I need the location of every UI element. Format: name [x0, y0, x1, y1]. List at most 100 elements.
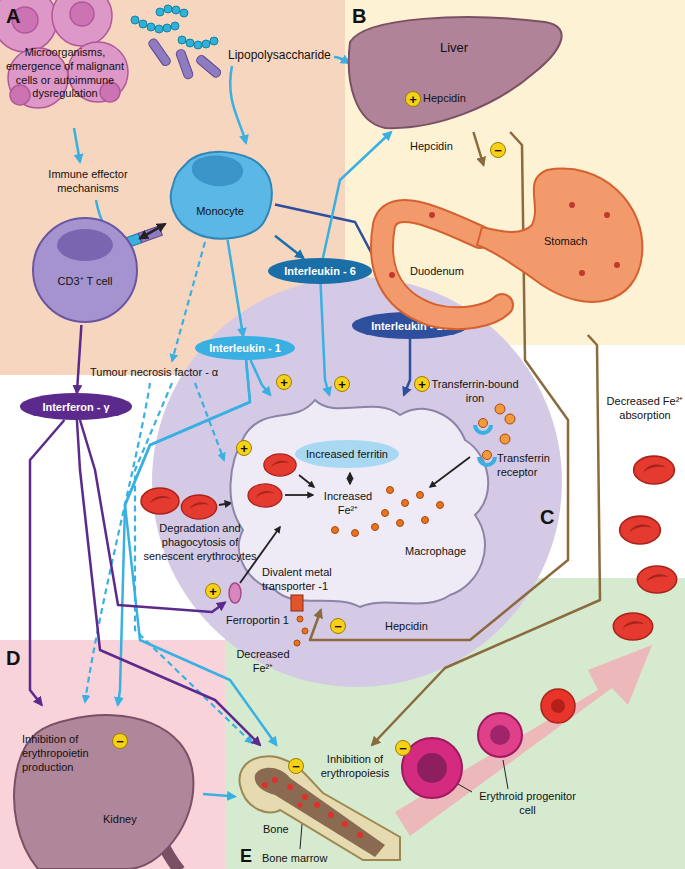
node-text: CD3⁺ T cell	[30, 275, 140, 289]
illustration-part	[172, 6, 180, 14]
illustration-part	[349, 17, 562, 128]
part-label: Increased Fe²⁺	[318, 490, 378, 518]
illustration-part	[614, 262, 620, 268]
bone-organ: Inhibition of erythropoiesisBone	[235, 745, 400, 860]
connector	[30, 420, 64, 705]
shape-outline	[8, 705, 203, 869]
illustration-part	[33, 218, 137, 322]
erythropoiesis	[300, 456, 677, 849]
illustration-part	[389, 272, 395, 278]
illustration-part	[219, 503, 231, 505]
illustration-part	[85, 383, 150, 702]
illustration-part	[163, 24, 171, 32]
shape-outline	[372, 165, 647, 335]
illustration-part	[475, 425, 495, 465]
illustration-part	[505, 414, 515, 424]
part-label: Transferrin-bound iron	[428, 378, 522, 406]
illustration-part	[479, 404, 516, 460]
liver-organ: LiverHepcidin	[345, 12, 565, 132]
illustration-part	[147, 37, 172, 67]
part-label: Bone marrow	[262, 852, 342, 866]
illustration-part	[569, 202, 575, 208]
t-cell: CD3⁺ T cell	[30, 215, 140, 325]
sign-badge: −	[330, 618, 346, 634]
released-iron	[294, 616, 308, 646]
illustration-part	[387, 487, 394, 494]
illustration-part	[202, 40, 210, 48]
node-text: Kidney	[103, 813, 163, 827]
illustration-part	[264, 454, 296, 476]
illustration-part	[195, 383, 224, 460]
sign-badge: −	[112, 733, 128, 749]
illustration-part	[141, 488, 179, 514]
illustration-part	[634, 456, 675, 484]
illustration-part	[437, 502, 444, 509]
part-label: Ferroportin 1	[226, 614, 298, 628]
illustration-part	[171, 22, 179, 30]
node-text: Interleukin - 1	[195, 336, 295, 360]
hormone-label: Hepcidin	[385, 620, 441, 634]
illustration-part	[291, 595, 303, 611]
part-label: Erythroid progenitor cell	[470, 790, 585, 818]
node-text: Interleukin - 6	[268, 258, 372, 284]
connector	[77, 325, 82, 393]
node-text: Stomach	[544, 235, 606, 249]
sign-badge: −	[288, 758, 304, 774]
illustration-part	[52, 0, 112, 46]
illustration-part	[272, 777, 278, 783]
illustration-part	[57, 229, 113, 261]
illustration-part	[192, 155, 243, 186]
illustration-part	[135, 383, 252, 743]
shape-outline	[345, 12, 565, 132]
illustration-part	[397, 520, 404, 527]
effect-note: Decreased Fe²⁺	[232, 648, 294, 676]
bacteria	[131, 5, 222, 80]
sign-badge: +	[236, 440, 252, 456]
illustration-part	[147, 23, 155, 31]
illustration-part	[314, 802, 320, 808]
illustration-part	[229, 583, 241, 603]
connector	[473, 132, 483, 165]
illustration-part	[194, 41, 202, 49]
node-text: Liver	[440, 40, 500, 56]
illustration-part	[164, 5, 172, 13]
connector	[80, 420, 225, 612]
illustration-part	[297, 616, 303, 622]
sign-badge: −	[490, 142, 506, 158]
effect-note: Decreased Fe²⁺ absorption	[606, 395, 684, 423]
illustration-part	[302, 628, 308, 634]
node-text: Bone	[263, 823, 303, 837]
illustration-part	[613, 613, 652, 640]
target-cells	[0, 0, 128, 108]
mechanism-note: Immune effector mechanisms	[40, 168, 136, 196]
illustration-part	[285, 494, 313, 496]
sign-badge: +	[414, 376, 430, 392]
illustration-part	[298, 803, 303, 808]
process-note: Degradation and phagocytosis of senescen…	[140, 522, 260, 563]
illustration-part	[372, 524, 379, 531]
illustration-part	[14, 715, 193, 869]
illustration-part	[70, 2, 94, 26]
tnf-dashed-arrows	[85, 242, 252, 743]
illustration-part	[180, 9, 188, 17]
illustration-part	[287, 784, 293, 790]
panel-letter: E	[240, 845, 252, 868]
cytokine-oval: Interleukin - 6	[268, 258, 372, 284]
illustration-part	[357, 832, 363, 838]
illustration-part	[0, 640, 225, 869]
illustration-part	[328, 812, 334, 818]
illustration-part	[429, 212, 435, 218]
shape-outline	[30, 215, 140, 325]
illustration-part	[637, 566, 676, 593]
senescent-erythrocytes	[141, 488, 231, 519]
connector	[140, 224, 165, 238]
illustration-part	[195, 54, 222, 79]
illustration-part	[382, 510, 389, 517]
shape-outline	[165, 145, 275, 240]
illustration-part	[332, 527, 339, 534]
panel-letter: D	[6, 646, 20, 671]
illustration-part	[551, 699, 565, 713]
connector	[404, 339, 410, 395]
sign-badge: −	[395, 740, 411, 756]
